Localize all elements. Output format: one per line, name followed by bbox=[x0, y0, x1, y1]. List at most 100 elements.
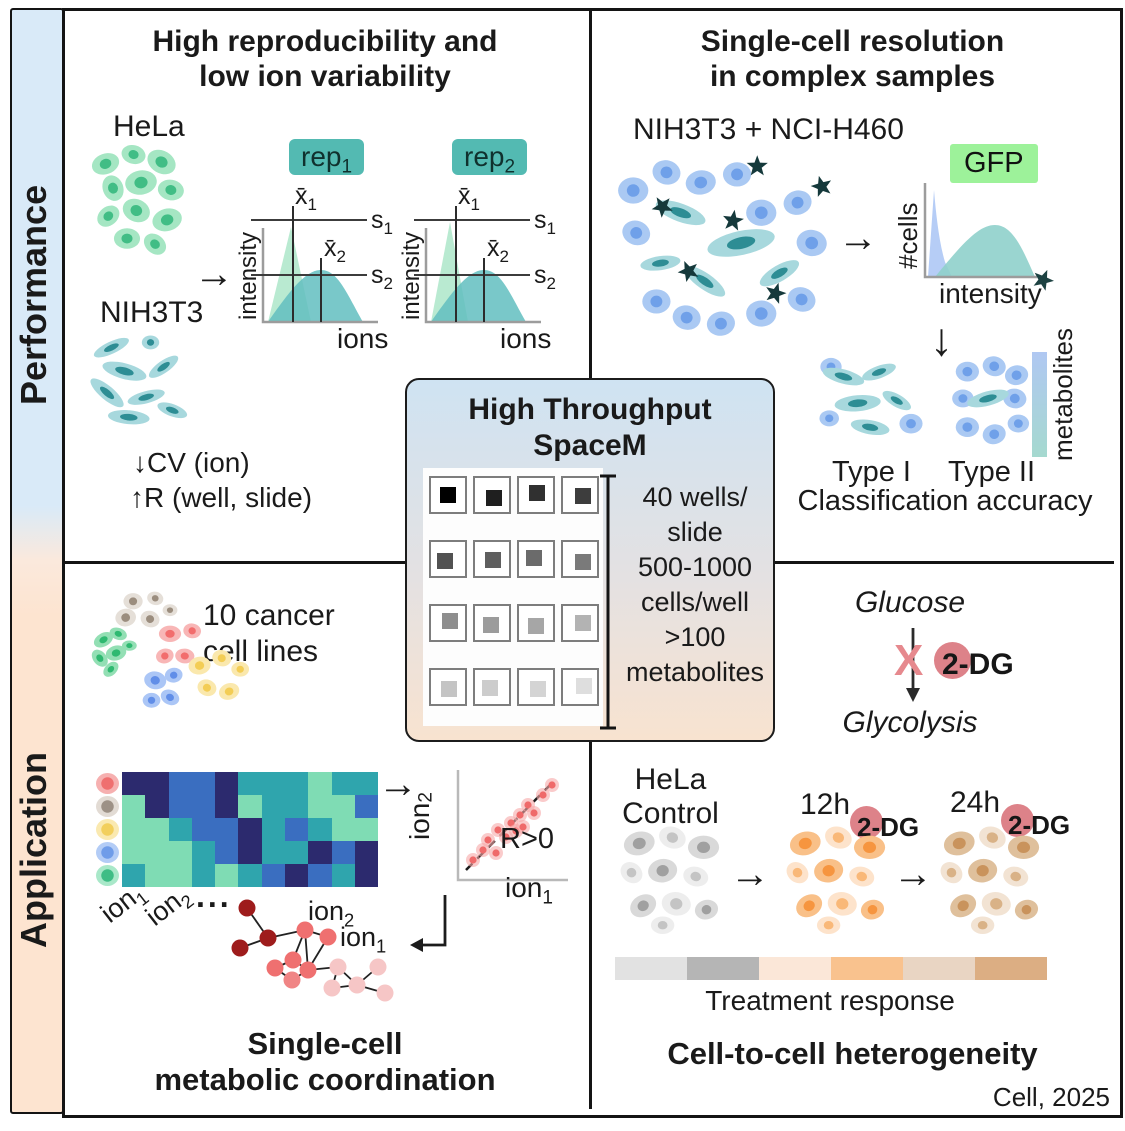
heatmap-cell bbox=[168, 818, 192, 841]
hist-ylabel: #cells bbox=[893, 202, 923, 270]
cell bbox=[219, 683, 240, 700]
scatter-plot: R>0 ion1 bbox=[428, 765, 578, 910]
cell bbox=[816, 916, 841, 934]
cell bbox=[1014, 899, 1039, 920]
cell bbox=[659, 826, 686, 849]
cell bbox=[122, 198, 150, 223]
scatter-dot-core bbox=[530, 809, 538, 817]
cell bbox=[796, 229, 827, 257]
scatter-xlabel-base: ion bbox=[505, 872, 543, 903]
network-node bbox=[284, 951, 302, 969]
type1-cell-cluster bbox=[819, 357, 923, 436]
bl-arrow-right-icon: → bbox=[378, 762, 418, 806]
cell bbox=[981, 892, 1011, 916]
cell bbox=[707, 229, 775, 257]
cell bbox=[652, 160, 681, 185]
heatmap-cell bbox=[285, 818, 309, 841]
net-ion2-base: ion bbox=[308, 896, 345, 926]
nih3t3-cell-cluster bbox=[90, 335, 188, 425]
treatment-bar-segment bbox=[687, 957, 759, 980]
type2-cell-cluster bbox=[952, 356, 1030, 445]
xbar1-label: x̄1 bbox=[458, 182, 480, 214]
cell bbox=[979, 826, 1006, 849]
cell bbox=[827, 892, 857, 916]
t24-label: 24h bbox=[950, 786, 1001, 819]
rep1-badge: rep1 bbox=[289, 139, 365, 177]
metabolites-label: metabolites bbox=[1048, 328, 1078, 461]
heatmap-cell bbox=[191, 864, 216, 887]
heatmap-cell bbox=[354, 772, 379, 795]
heatmap-cell bbox=[122, 772, 146, 795]
scatter-axes bbox=[456, 770, 568, 882]
scatter-ylabel-base: ion bbox=[404, 803, 435, 841]
cell bbox=[102, 361, 147, 381]
well bbox=[473, 668, 511, 706]
treatment-bar-segment bbox=[831, 957, 903, 980]
broad-peak bbox=[431, 270, 526, 322]
heatmap-row-labels bbox=[96, 773, 119, 888]
cell bbox=[860, 899, 885, 920]
sidebar: Performance Application bbox=[10, 8, 64, 1114]
well bbox=[561, 604, 599, 642]
cell bbox=[706, 311, 735, 336]
heatmap-cell bbox=[168, 772, 192, 795]
cell bbox=[967, 389, 1009, 408]
heatmap-cell bbox=[145, 864, 169, 887]
cell bbox=[147, 591, 164, 606]
heatmap-cell bbox=[238, 795, 262, 818]
heatmap-cell bbox=[122, 864, 146, 887]
t24-cell-cluster bbox=[940, 826, 1040, 934]
cell bbox=[1007, 414, 1030, 433]
cell bbox=[943, 831, 975, 856]
cell bbox=[142, 692, 161, 708]
heatmap-cell bbox=[331, 795, 355, 818]
network-node bbox=[329, 958, 347, 976]
network-node bbox=[323, 979, 341, 997]
star-icon bbox=[810, 175, 832, 197]
scatter-ylabel: ion2 bbox=[404, 774, 437, 859]
block-x-icon: X bbox=[894, 636, 924, 685]
heatmap-cell bbox=[308, 772, 332, 795]
cell bbox=[640, 255, 681, 271]
cell bbox=[683, 866, 709, 887]
cell bbox=[103, 661, 119, 677]
heatmap-cell bbox=[331, 864, 355, 887]
cell bbox=[105, 645, 127, 661]
hist-blue-peak bbox=[928, 190, 952, 277]
cell bbox=[759, 260, 800, 287]
well bbox=[473, 476, 511, 514]
cell bbox=[618, 177, 649, 204]
heatmap-row-cell-icon bbox=[96, 796, 119, 817]
cell bbox=[850, 419, 890, 436]
plot-ylabel: intensity bbox=[398, 231, 425, 321]
heatmap-cell bbox=[354, 795, 379, 818]
heatmap-cell bbox=[308, 818, 332, 841]
network-node bbox=[319, 928, 337, 946]
well bbox=[561, 668, 599, 706]
well-sample bbox=[441, 681, 457, 697]
cell bbox=[123, 593, 143, 610]
cell bbox=[853, 835, 886, 860]
cell bbox=[1003, 388, 1027, 409]
heatmap-ellipsis: ... bbox=[196, 878, 232, 914]
heatmap-cell bbox=[331, 818, 355, 841]
heatmap-cell bbox=[261, 864, 286, 887]
broad-peak bbox=[268, 270, 363, 322]
treatment-response-bar bbox=[615, 957, 1047, 980]
heatmap-row-cell-icon bbox=[96, 842, 119, 863]
heatmap-cell bbox=[191, 818, 216, 841]
heatmap-cell bbox=[122, 818, 146, 841]
cell bbox=[620, 862, 643, 884]
cell bbox=[212, 649, 232, 667]
cell bbox=[175, 648, 195, 664]
scatter-dot-core bbox=[516, 811, 524, 819]
hist-axes bbox=[923, 183, 1037, 279]
hela-cell-cluster bbox=[91, 144, 184, 255]
scatter-xlabel: ion1 bbox=[505, 872, 553, 908]
scatter-dot-core bbox=[484, 836, 492, 844]
tr-arrow-right-icon: → bbox=[838, 216, 878, 260]
heatmap-cell bbox=[145, 795, 169, 818]
network-node bbox=[296, 921, 314, 939]
heatmap-cell bbox=[261, 795, 286, 818]
t12-cell-cluster bbox=[786, 826, 886, 934]
